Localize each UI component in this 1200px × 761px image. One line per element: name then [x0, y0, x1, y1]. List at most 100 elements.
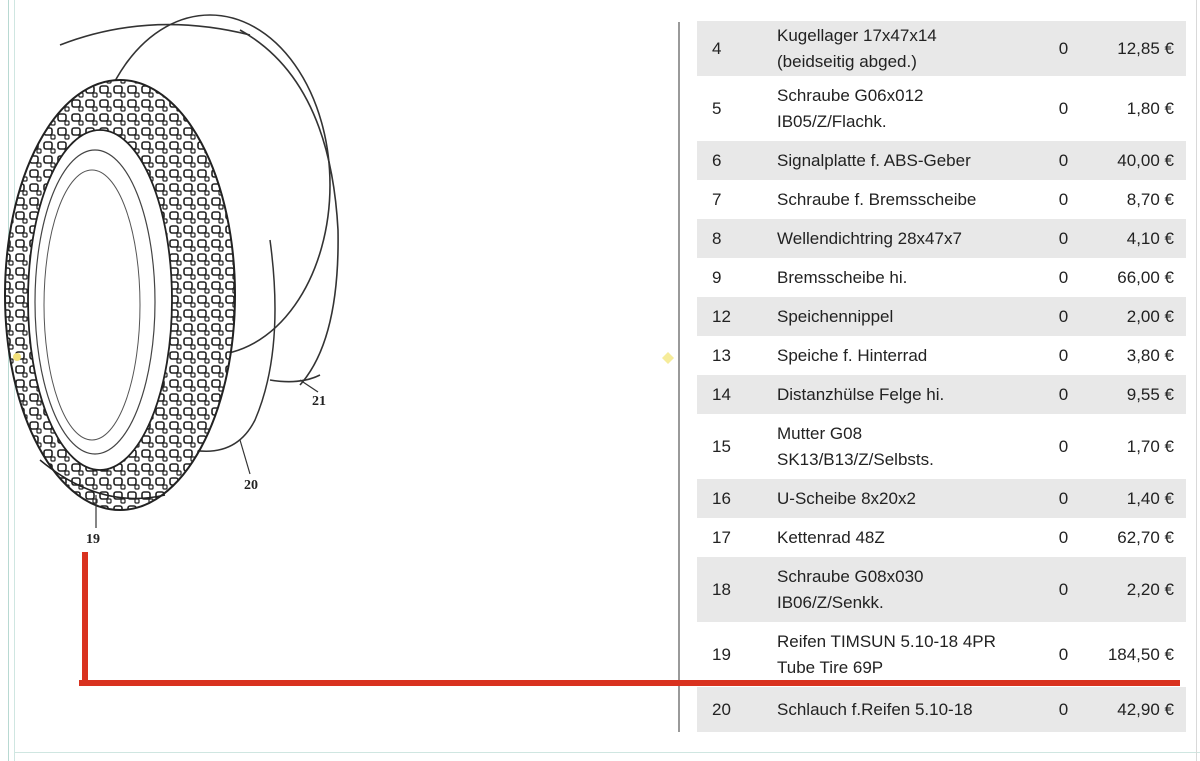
- part-position: 16: [697, 479, 777, 518]
- part-name-line: SK13/B13/Z/Selbsts.: [777, 449, 934, 469]
- part-name-line: Kettenrad 48Z: [777, 527, 885, 547]
- marker-dot-left: [13, 353, 21, 361]
- part-price: 2,20 €: [1100, 557, 1186, 622]
- part-name-line: IB06/Z/Senkk.: [777, 592, 884, 612]
- callout-21: 21: [312, 394, 326, 409]
- part-price: 184,50 €: [1100, 622, 1186, 687]
- part-price: 9,55 €: [1100, 375, 1186, 414]
- marker-dot-right: [662, 352, 674, 364]
- part-quantity: 0: [1027, 219, 1100, 258]
- part-quantity: 0: [1027, 297, 1100, 336]
- part-position: 6: [697, 141, 777, 180]
- part-name: Schlauch f.Reifen 5.10-18: [777, 687, 1027, 732]
- part-quantity: 0: [1027, 622, 1100, 687]
- frame-border-bottom: [14, 752, 1200, 753]
- highlight-line-vertical: [82, 552, 88, 686]
- part-position: 7: [697, 180, 777, 219]
- part-name-line: Mutter G08: [777, 423, 863, 443]
- part-price: 2,00 €: [1100, 297, 1186, 336]
- part-price: 1,70 €: [1100, 414, 1186, 479]
- part-name: Schraube f. Bremsscheibe: [777, 180, 1027, 219]
- part-name-line: Speiche f. Hinterrad: [777, 345, 928, 365]
- part-position: 9: [697, 258, 777, 297]
- part-name-line: Bremsscheibe hi.: [777, 267, 908, 287]
- part-price: 4,10 €: [1100, 219, 1186, 258]
- frame-border-left: [8, 0, 9, 761]
- callout-20: 20: [244, 478, 258, 493]
- part-position: 17: [697, 518, 777, 557]
- part-name: Distanzhülse Felge hi.: [777, 375, 1027, 414]
- part-name: Reifen TIMSUN 5.10-18 4PR Tube Tire 69P: [777, 622, 1027, 687]
- callout-leaders: [95, 379, 319, 528]
- part-price: 1,80 €: [1100, 76, 1186, 141]
- part-name: Speiche f. Hinterrad: [777, 336, 1027, 375]
- highlight-line-horizontal: [79, 680, 1180, 686]
- part-name: U-Scheibe 8x20x2: [777, 479, 1027, 518]
- part-name: Signalplatte f. ABS-Geber: [777, 141, 1027, 180]
- part-quantity: 0: [1027, 375, 1100, 414]
- part-position: 8: [697, 219, 777, 258]
- part-quantity: 0: [1027, 21, 1100, 76]
- part-position: 19: [697, 622, 777, 687]
- part-quantity: 0: [1027, 414, 1100, 479]
- part-name-line: Reifen TIMSUN 5.10-18 4PR: [777, 631, 996, 651]
- part-name-line: Speichennippel: [777, 306, 894, 326]
- part-quantity: 0: [1027, 141, 1100, 180]
- part-name: Kugellager 17x47x14 (beidseitig abged.): [777, 21, 1027, 76]
- part-price: 40,00 €: [1100, 141, 1186, 180]
- part-position: 13: [697, 336, 777, 375]
- part-name: Kettenrad 48Z: [777, 518, 1027, 557]
- part-quantity: 0: [1027, 76, 1100, 141]
- callout-19: 19: [86, 532, 100, 547]
- part-name-line: Schraube G08x030: [777, 566, 924, 586]
- part-quantity: 0: [1027, 479, 1100, 518]
- part-name: Bremsscheibe hi.: [777, 258, 1027, 297]
- part-quantity: 0: [1027, 336, 1100, 375]
- part-name: Wellendichtring 28x47x7: [777, 219, 1027, 258]
- part-price: 1,40 €: [1100, 479, 1186, 518]
- part-name-line: U-Scheibe 8x20x2: [777, 488, 916, 508]
- part-name: Speichennippel: [777, 297, 1027, 336]
- wheel-exploded-diagram: 21 20 19: [4, 14, 339, 547]
- part-name-line: (beidseitig abged.): [777, 51, 917, 71]
- part-quantity: 0: [1027, 518, 1100, 557]
- part-price: 42,90 €: [1100, 687, 1186, 732]
- frame-border-right: [1196, 0, 1197, 761]
- table-left-border: [678, 22, 680, 732]
- part-position: 15: [697, 414, 777, 479]
- part-name-line: Schlauch f.Reifen 5.10-18: [777, 699, 973, 719]
- tire-drawing: [4, 79, 236, 511]
- part-name-line: IB05/Z/Flachk.: [777, 111, 887, 131]
- part-position: 12: [697, 297, 777, 336]
- inner-tube-outline: [159, 239, 276, 452]
- part-position: 4: [697, 21, 777, 76]
- part-quantity: 0: [1027, 557, 1100, 622]
- part-price: 62,70 €: [1100, 518, 1186, 557]
- part-position: 14: [697, 375, 777, 414]
- part-quantity: 0: [1027, 180, 1100, 219]
- part-price: 8,70 €: [1100, 180, 1186, 219]
- part-price: 66,00 €: [1100, 258, 1186, 297]
- part-name-line: Kugellager 17x47x14: [777, 25, 937, 45]
- part-name-line: Tube Tire 69P: [777, 657, 884, 677]
- part-quantity: 0: [1027, 687, 1100, 732]
